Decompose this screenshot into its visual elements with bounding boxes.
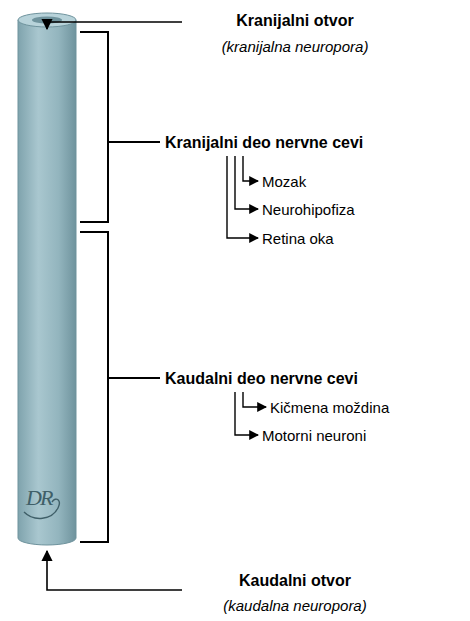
item-label: Kičmena moždina [270,398,389,417]
opening-term: (kranijalna neuropora) [222,37,369,56]
bracket [80,232,160,542]
leader-arrow [47,22,182,29]
section-title: Kranijalni deo nervne cevi [165,133,363,152]
opening-title: Kranijalni otvor [236,11,353,30]
item-label: Neurohipofiza [262,200,355,219]
neural-tube [18,13,76,545]
bracket [80,32,160,222]
leader-arrow [47,551,182,590]
watermark: DR [26,486,51,510]
item-label: Mozak [262,172,306,191]
item-label: Motorni neuroni [262,426,366,445]
tree-arrows [227,156,266,435]
section-title: Kaudalni deo nervne cevi [165,369,358,388]
item-label: Retina oka [262,229,334,248]
opening-title: Kaudalni otvor [239,571,351,590]
opening-term: (kaudalna neuropora) [223,596,366,615]
